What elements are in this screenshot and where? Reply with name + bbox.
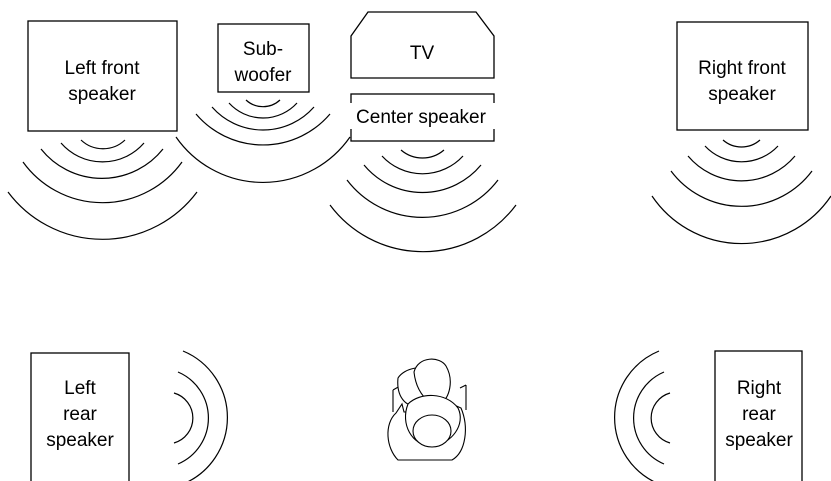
left-front-sound-waves xyxy=(7,139,198,240)
left-front-speaker-box xyxy=(27,20,178,132)
left-rear-speaker-box xyxy=(30,352,130,481)
subwoofer-label-line2: woofer xyxy=(233,65,292,86)
wave-arc xyxy=(329,204,517,253)
chair-back xyxy=(392,384,467,412)
left-front-speaker-label-line1: Left front xyxy=(65,58,141,79)
tv-label: TV xyxy=(410,43,435,64)
right-rear-speaker-label-line3: speaker xyxy=(725,430,793,451)
wave-arc xyxy=(228,102,298,119)
wave-arc xyxy=(651,195,831,245)
wave-arc xyxy=(60,142,145,163)
subwoofer-label-line1: Sub- xyxy=(243,39,283,60)
wave-arc xyxy=(211,106,315,131)
center-speaker: Center speaker xyxy=(337,93,505,142)
center-speaker-label: Center speaker xyxy=(356,107,487,128)
subwoofer: Sub- woofer xyxy=(217,23,310,93)
left-rear-speaker-label-line2: rear xyxy=(63,404,97,425)
left-rear-speaker-label-line3: speaker xyxy=(46,430,114,451)
wave-arc xyxy=(632,371,665,465)
wave-arc xyxy=(7,191,198,240)
subwoofer-sound-waves xyxy=(175,99,351,184)
right-front-speaker: Right front speaker xyxy=(676,21,809,131)
right-front-speaker-box xyxy=(676,21,809,131)
tv: TV xyxy=(350,11,495,79)
wave-arc xyxy=(704,145,779,163)
right-rear-speaker-label-line1: Right xyxy=(737,378,782,399)
left-rear-sound-waves xyxy=(173,350,228,481)
wave-arc xyxy=(614,350,660,481)
tv-shape xyxy=(350,11,495,79)
subwoofer-box xyxy=(217,23,310,93)
right-rear-speaker-box xyxy=(714,350,803,481)
right-rear-sound-waves xyxy=(614,350,671,481)
left-rear-speaker: Left rear speaker xyxy=(30,352,130,481)
wave-arc xyxy=(195,113,331,146)
person-seated-icon xyxy=(387,358,467,461)
right-front-sound-waves xyxy=(651,139,831,245)
left-front-speaker-label-line2: speaker xyxy=(68,84,136,105)
wave-arc xyxy=(400,149,445,159)
wave-arc xyxy=(40,148,164,179)
wave-arc xyxy=(80,139,126,150)
wave-arc xyxy=(182,350,228,481)
wave-arc xyxy=(177,371,210,465)
wave-arc xyxy=(245,99,281,108)
wave-arc xyxy=(381,155,464,175)
wave-arc xyxy=(173,392,194,444)
wave-arc xyxy=(22,161,183,204)
left-rear-speaker-label-line1: Left xyxy=(64,378,96,399)
left-front-speaker: Left front speaker xyxy=(27,20,178,132)
wave-arc xyxy=(175,136,351,184)
center-speaker-label-backdrop xyxy=(337,103,505,129)
right-front-speaker-label-line1: Right front xyxy=(698,58,786,79)
wave-arc xyxy=(722,139,761,148)
wave-arc xyxy=(687,155,796,182)
wave-arc xyxy=(670,170,813,207)
wave-arc xyxy=(650,392,671,444)
right-rear-speaker-label-line2: rear xyxy=(742,404,776,425)
center-sound-waves xyxy=(329,149,517,253)
wave-arc xyxy=(363,164,482,194)
head xyxy=(412,414,452,448)
wave-arc xyxy=(346,179,499,218)
right-front-speaker-label-line2: speaker xyxy=(708,84,776,105)
right-rear-speaker: Right rear speaker xyxy=(714,350,803,481)
